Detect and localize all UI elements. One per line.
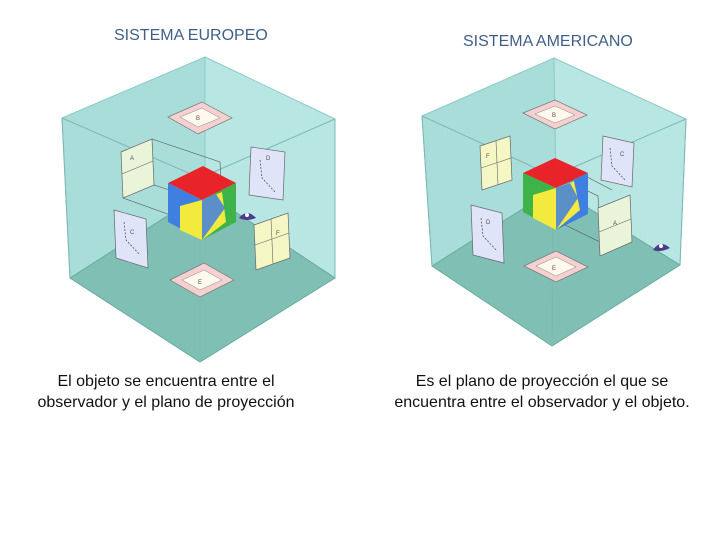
observer-eye-icon bbox=[653, 243, 670, 252]
caption-american-line1: Es el plano de proyección el que se bbox=[415, 373, 669, 390]
right-view-panel: C bbox=[600, 135, 635, 188]
left-view-label: C bbox=[130, 230, 135, 236]
caption-european: El objeto se encuentra entre el observad… bbox=[18, 371, 314, 413]
front-view-label: A bbox=[613, 221, 617, 227]
caption-european-line2: observador y el plano de proyección bbox=[37, 394, 295, 411]
rear-view-panel: F bbox=[253, 212, 291, 271]
title-american: SISTEMA AMERICANO bbox=[463, 33, 633, 50]
right-view-label: D bbox=[266, 156, 271, 162]
left-view-panel: F bbox=[479, 135, 513, 191]
right-view-panel: D bbox=[248, 146, 286, 201]
bottom-view-panel: E bbox=[169, 262, 235, 298]
top-view-label: B bbox=[196, 116, 200, 122]
observer-eye-icon bbox=[239, 213, 256, 220]
lower-left-view-panel: D bbox=[470, 204, 505, 264]
left-view-panel: C bbox=[113, 209, 149, 269]
top-view-panel: B bbox=[167, 101, 233, 135]
caption-american-line2: encuentra entre el observador y el objet… bbox=[394, 394, 690, 411]
caption-european-line1: El objeto se encuentra entre el bbox=[57, 373, 275, 390]
front-view-panel: A bbox=[597, 194, 633, 257]
title-european: SISTEMA EUROPEO bbox=[114, 27, 268, 44]
left-view-label: F bbox=[486, 154, 490, 160]
rear-view-label: F bbox=[276, 231, 280, 237]
front-view-label: A bbox=[130, 156, 134, 162]
bottom-view-label: E bbox=[552, 266, 556, 272]
bottom-view-label: E bbox=[198, 280, 202, 286]
right-view-label: C bbox=[620, 152, 625, 158]
lower-left-view-label: D bbox=[486, 220, 491, 226]
colored-object bbox=[523, 158, 588, 230]
colored-object bbox=[168, 166, 236, 240]
caption-american: Es el plano de proyección el que se encu… bbox=[374, 371, 710, 413]
bottom-view-panel: E bbox=[523, 250, 589, 283]
top-view-label: B bbox=[552, 113, 556, 119]
top-view-panel: B bbox=[522, 99, 588, 130]
